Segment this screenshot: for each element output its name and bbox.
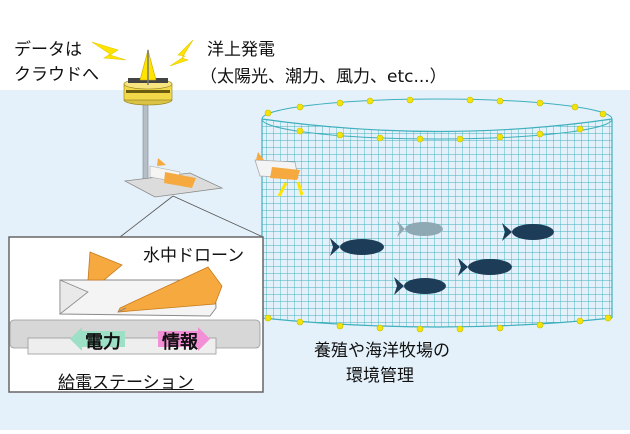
fish-1 xyxy=(330,238,384,256)
fish-2 xyxy=(502,223,554,241)
power-arrow-icon xyxy=(169,39,194,67)
lightning-bolt-icon xyxy=(91,41,127,61)
antenna-signal xyxy=(139,48,157,85)
label-offshore-power-title: 洋上発電 xyxy=(207,40,275,60)
station-pole xyxy=(142,99,149,183)
label-ranch-line1: 養殖や海洋牧場の xyxy=(314,341,450,361)
info-arrow xyxy=(158,327,210,351)
label-info-flow: 情報 xyxy=(162,332,198,353)
fish-group xyxy=(330,221,554,295)
label-power-flow: 電力 xyxy=(85,332,121,353)
label-underwater-drone: 水中ドローン xyxy=(143,246,245,266)
drone-large xyxy=(59,251,223,317)
label-ranch-line2: 環境管理 xyxy=(346,366,414,386)
label-data-to-cloud-line2: クラウドへ xyxy=(14,65,99,85)
net-float-dots xyxy=(264,96,612,333)
drone-small-outside xyxy=(254,152,304,197)
power-arrow xyxy=(70,327,125,351)
drone-on-platform xyxy=(149,158,196,188)
label-data-to-cloud-line1: データは xyxy=(14,40,82,60)
label-offshore-power-detail: （太陽光、潮力、風力、etc...） xyxy=(200,67,447,87)
fish-3 xyxy=(458,258,512,276)
fish-net-cage xyxy=(261,96,613,333)
label-charging-station: 給電ステーション xyxy=(58,373,194,393)
fish-5 xyxy=(397,221,443,237)
fish-4 xyxy=(394,277,446,295)
